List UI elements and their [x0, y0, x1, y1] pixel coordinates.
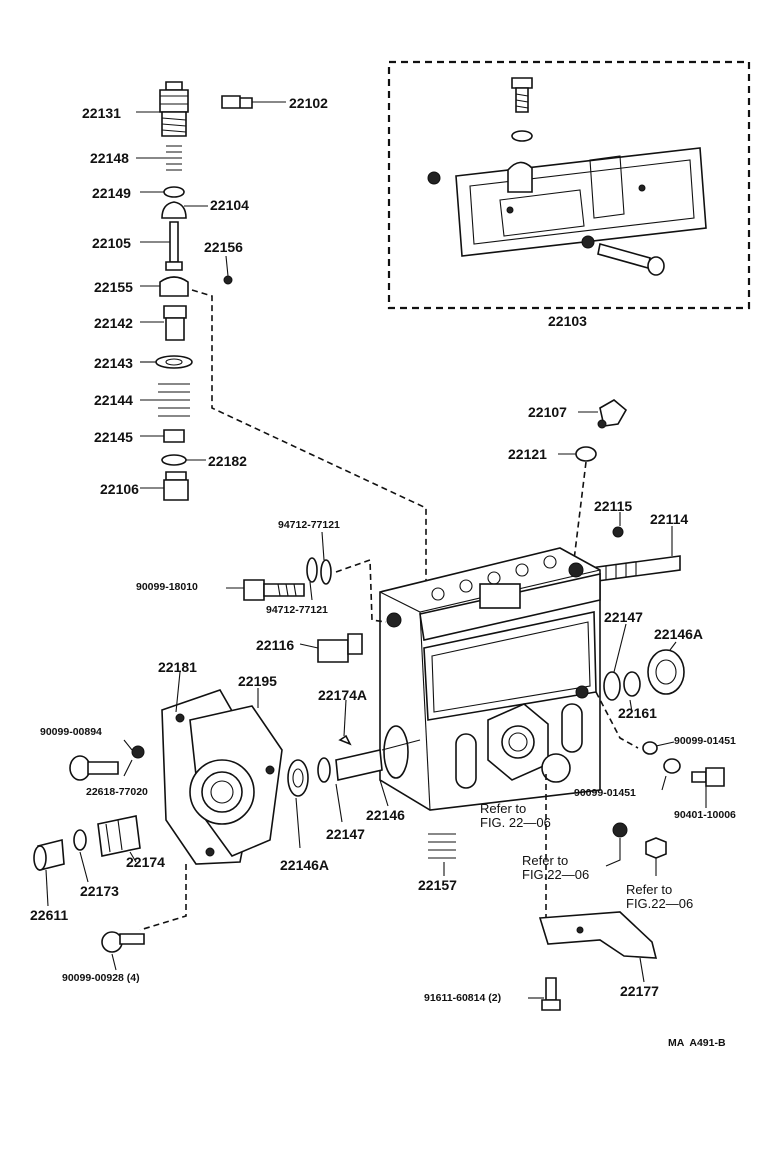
cover-plate [455, 147, 707, 257]
washer-90099-01451-b [663, 758, 681, 774]
part-22102-clip [221, 95, 253, 109]
washer-90099-01451-a [642, 741, 658, 755]
ring-22173 [73, 829, 87, 851]
label-90099-18010: 90099-18010 [136, 581, 198, 593]
label-22611: 22611 [30, 907, 69, 923]
leader-lines [45, 101, 707, 999]
assembly-line-union [573, 461, 587, 561]
label-22145: 22145 [94, 429, 133, 445]
label-90099-01451-a: 90099-01451 [674, 735, 736, 747]
label-22116: 22116 [256, 637, 295, 653]
delivery-valve-stack [155, 81, 193, 501]
label-22181: 22181 [158, 659, 197, 675]
reference-note-1: Refer to FIG. 22—06 [480, 801, 551, 830]
screw-22156 [223, 275, 233, 285]
reference-note-3: Refer to FIG.22—06 [626, 882, 694, 911]
seal-22147-right [603, 671, 621, 701]
seal-22147-left [317, 757, 331, 783]
label-22195: 22195 [238, 673, 277, 689]
label-22174: 22174 [126, 854, 165, 870]
label-94712-77121-a: 94712-77121 [278, 519, 340, 531]
washer-22161 [623, 671, 641, 697]
label-22161: 22161 [618, 705, 657, 721]
label-22107: 22107 [528, 404, 567, 420]
label-22618-77020: 22618-77020 [86, 786, 148, 798]
label-22148: 22148 [90, 150, 129, 166]
assembly-line-right [595, 691, 639, 749]
label-22147-right: 22147 [604, 609, 643, 625]
cover-bolt [511, 77, 533, 113]
bolt-90099-18010 [243, 557, 332, 601]
diagram-code: MA A491-B [668, 1037, 726, 1049]
label-22156: 22156 [204, 239, 243, 255]
nut-left [612, 822, 628, 838]
label-90099-01451-b: 90099-01451 [574, 787, 636, 799]
bolt-91611-60814 [541, 977, 561, 1011]
label-94712-77121-b: 94712-77121 [266, 604, 328, 616]
spring-22157 [428, 833, 456, 859]
front-cover-22181 [161, 689, 283, 865]
assembly-line-valve [191, 289, 427, 580]
label-22105: 22105 [92, 235, 131, 251]
cover-long-bolt [581, 235, 665, 276]
bracket-22177 [538, 911, 658, 959]
label-22103: 22103 [548, 313, 587, 329]
part-22116-plug [317, 633, 363, 663]
label-22146: 22146 [366, 807, 405, 823]
camshaft-22146 [335, 725, 421, 781]
part-22107-union [597, 399, 628, 429]
washer-22618-77020 [131, 745, 145, 759]
bolt-90099-00928 [101, 931, 145, 953]
label-22144: 22144 [94, 392, 133, 408]
label-22106: 22106 [100, 481, 139, 497]
label-22121: 22121 [508, 446, 547, 462]
cover-washer [511, 130, 533, 142]
cover-kit-box [387, 60, 751, 310]
sleeve-22611 [33, 838, 65, 872]
bolt-90099-00894 [69, 755, 119, 781]
key-22174A [338, 734, 352, 746]
label-22149: 22149 [92, 185, 131, 201]
label-22147-left: 22147 [326, 826, 365, 842]
assembly-line-front [139, 864, 187, 931]
label-22131: 22131 [82, 105, 121, 121]
nut-right [645, 837, 667, 859]
label-90099-00894: 90099-00894 [40, 726, 102, 738]
label-22114: 22114 [650, 511, 689, 527]
washer-22121 [575, 446, 597, 462]
label-22102: 22102 [289, 95, 328, 111]
label-22143: 22143 [94, 355, 133, 371]
plug-90401-10006 [691, 767, 725, 787]
bearing-22146A-right [647, 649, 685, 695]
shaft-seal-22146A [287, 759, 309, 797]
label-91611-60814: 91611-60814 (2) [424, 992, 502, 1004]
pump-housing [379, 547, 601, 811]
coupling-22174 [97, 815, 141, 857]
assembly-line-bolt [335, 558, 387, 623]
reference-note-2: Refer to FIG.22—06 [522, 853, 590, 882]
label-22182: 22182 [208, 453, 247, 469]
label-22115: 22115 [594, 498, 633, 514]
label-22173: 22173 [80, 883, 119, 899]
label-22104: 22104 [210, 197, 249, 213]
label-90099-00928: 90099-00928 (4) [62, 972, 140, 984]
label-22146A-right: 22146A [654, 626, 704, 642]
label-22174A: 22174A [318, 687, 368, 703]
label-22146A-left: 22146A [280, 857, 330, 873]
label-90401-10006: 90401-10006 [674, 809, 736, 821]
label-22157: 22157 [418, 877, 457, 893]
label-22155: 22155 [94, 279, 133, 295]
screw-22115 [612, 526, 624, 538]
control-rack-22114 [589, 555, 681, 583]
label-22177: 22177 [620, 983, 659, 999]
cover-nut [427, 171, 441, 185]
label-22142: 22142 [94, 315, 133, 331]
